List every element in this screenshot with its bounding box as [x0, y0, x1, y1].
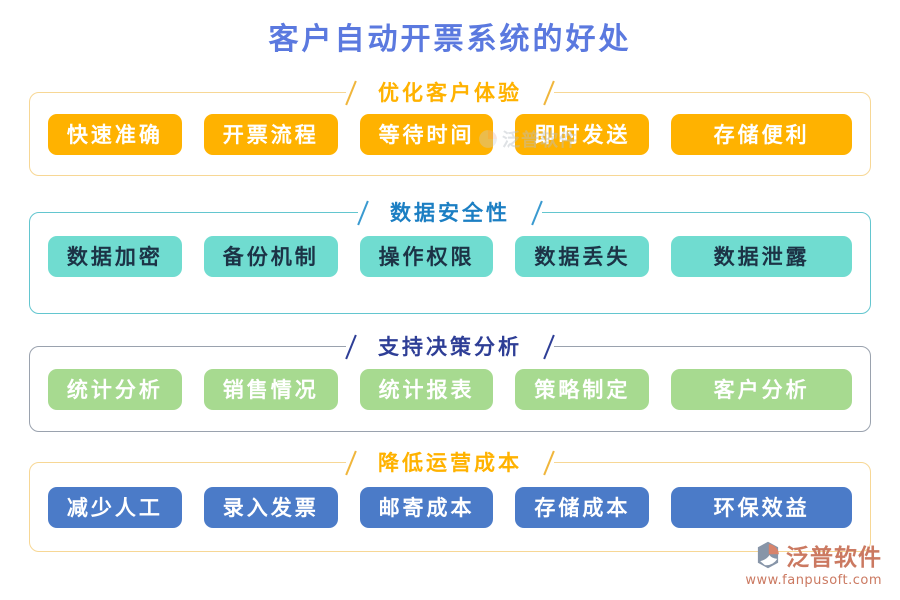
slash-icon: [543, 80, 555, 106]
benefit-tag: 统计分析: [48, 368, 182, 410]
section-cost-reduction: 降低运营成本 减少人工 录入发票 邮寄成本 存储成本 环保效益: [29, 448, 871, 552]
benefit-tag: 策略制定: [515, 368, 650, 410]
fanpu-logo-icon: [757, 541, 779, 569]
slash-icon: [345, 334, 357, 360]
benefit-tag: 等待时间: [359, 113, 494, 155]
benefit-tag: 数据加密: [48, 235, 182, 277]
brand-name: 泛普软件: [786, 544, 882, 571]
section-header: 支持决策分析: [345, 332, 555, 362]
benefit-tag: 客户分析: [671, 368, 852, 410]
section-title: 降低运营成本: [378, 450, 522, 475]
slash-icon: [543, 334, 555, 360]
section-title: 优化客户体验: [378, 80, 522, 105]
benefit-tag: 即时发送: [515, 113, 650, 155]
section-title: 数据安全性: [390, 200, 510, 225]
brand-website: www.fanpusoft.com: [745, 573, 882, 588]
benefit-tag: 快速准确: [48, 113, 182, 155]
section-title: 支持决策分析: [378, 334, 522, 359]
section-header: 优化客户体验: [345, 78, 555, 108]
slash-icon: [357, 200, 369, 226]
benefit-tag: 数据泄露: [671, 235, 852, 277]
benefit-tag: 备份机制: [203, 235, 338, 277]
section-header: 数据安全性: [357, 198, 543, 228]
section-data-security: 数据安全性 数据加密 备份机制 操作权限 数据丢失 数据泄露: [29, 198, 871, 314]
benefit-tag: 开票流程: [203, 113, 338, 155]
benefit-tag: 邮寄成本: [359, 486, 494, 528]
benefit-tag: 数据丢失: [515, 235, 650, 277]
slash-icon: [345, 80, 357, 106]
slash-icon: [345, 450, 357, 476]
benefit-row: 快速准确 开票流程 等待时间 即时发送 存储便利: [48, 113, 852, 155]
section-header: 降低运营成本: [345, 448, 555, 478]
brand-footer: 泛普软件 www.fanpusoft.com: [745, 538, 882, 588]
benefit-tag: 统计报表: [359, 368, 494, 410]
benefit-tag: 环保效益: [671, 486, 852, 528]
page-title: 客户自动开票系统的好处: [268, 22, 632, 57]
benefit-row: 减少人工 录入发票 邮寄成本 存储成本 环保效益: [48, 486, 852, 528]
benefit-tag: 操作权限: [359, 235, 494, 277]
benefit-tag: 销售情况: [203, 368, 338, 410]
slash-icon: [543, 450, 555, 476]
benefit-tag: 减少人工: [48, 486, 182, 528]
benefit-tag: 存储成本: [515, 486, 650, 528]
section-customer-experience: 优化客户体验 快速准确 开票流程 等待时间 即时发送 存储便利: [29, 78, 871, 176]
benefit-tag: 录入发票: [203, 486, 338, 528]
slash-icon: [531, 200, 543, 226]
benefit-row: 统计分析 销售情况 统计报表 策略制定 客户分析: [48, 368, 852, 410]
benefit-row: 数据加密 备份机制 操作权限 数据丢失 数据泄露: [48, 235, 852, 291]
section-decision-analysis: 支持决策分析 统计分析 销售情况 统计报表 策略制定 客户分析: [29, 332, 871, 432]
benefit-tag: 存储便利: [671, 113, 852, 155]
